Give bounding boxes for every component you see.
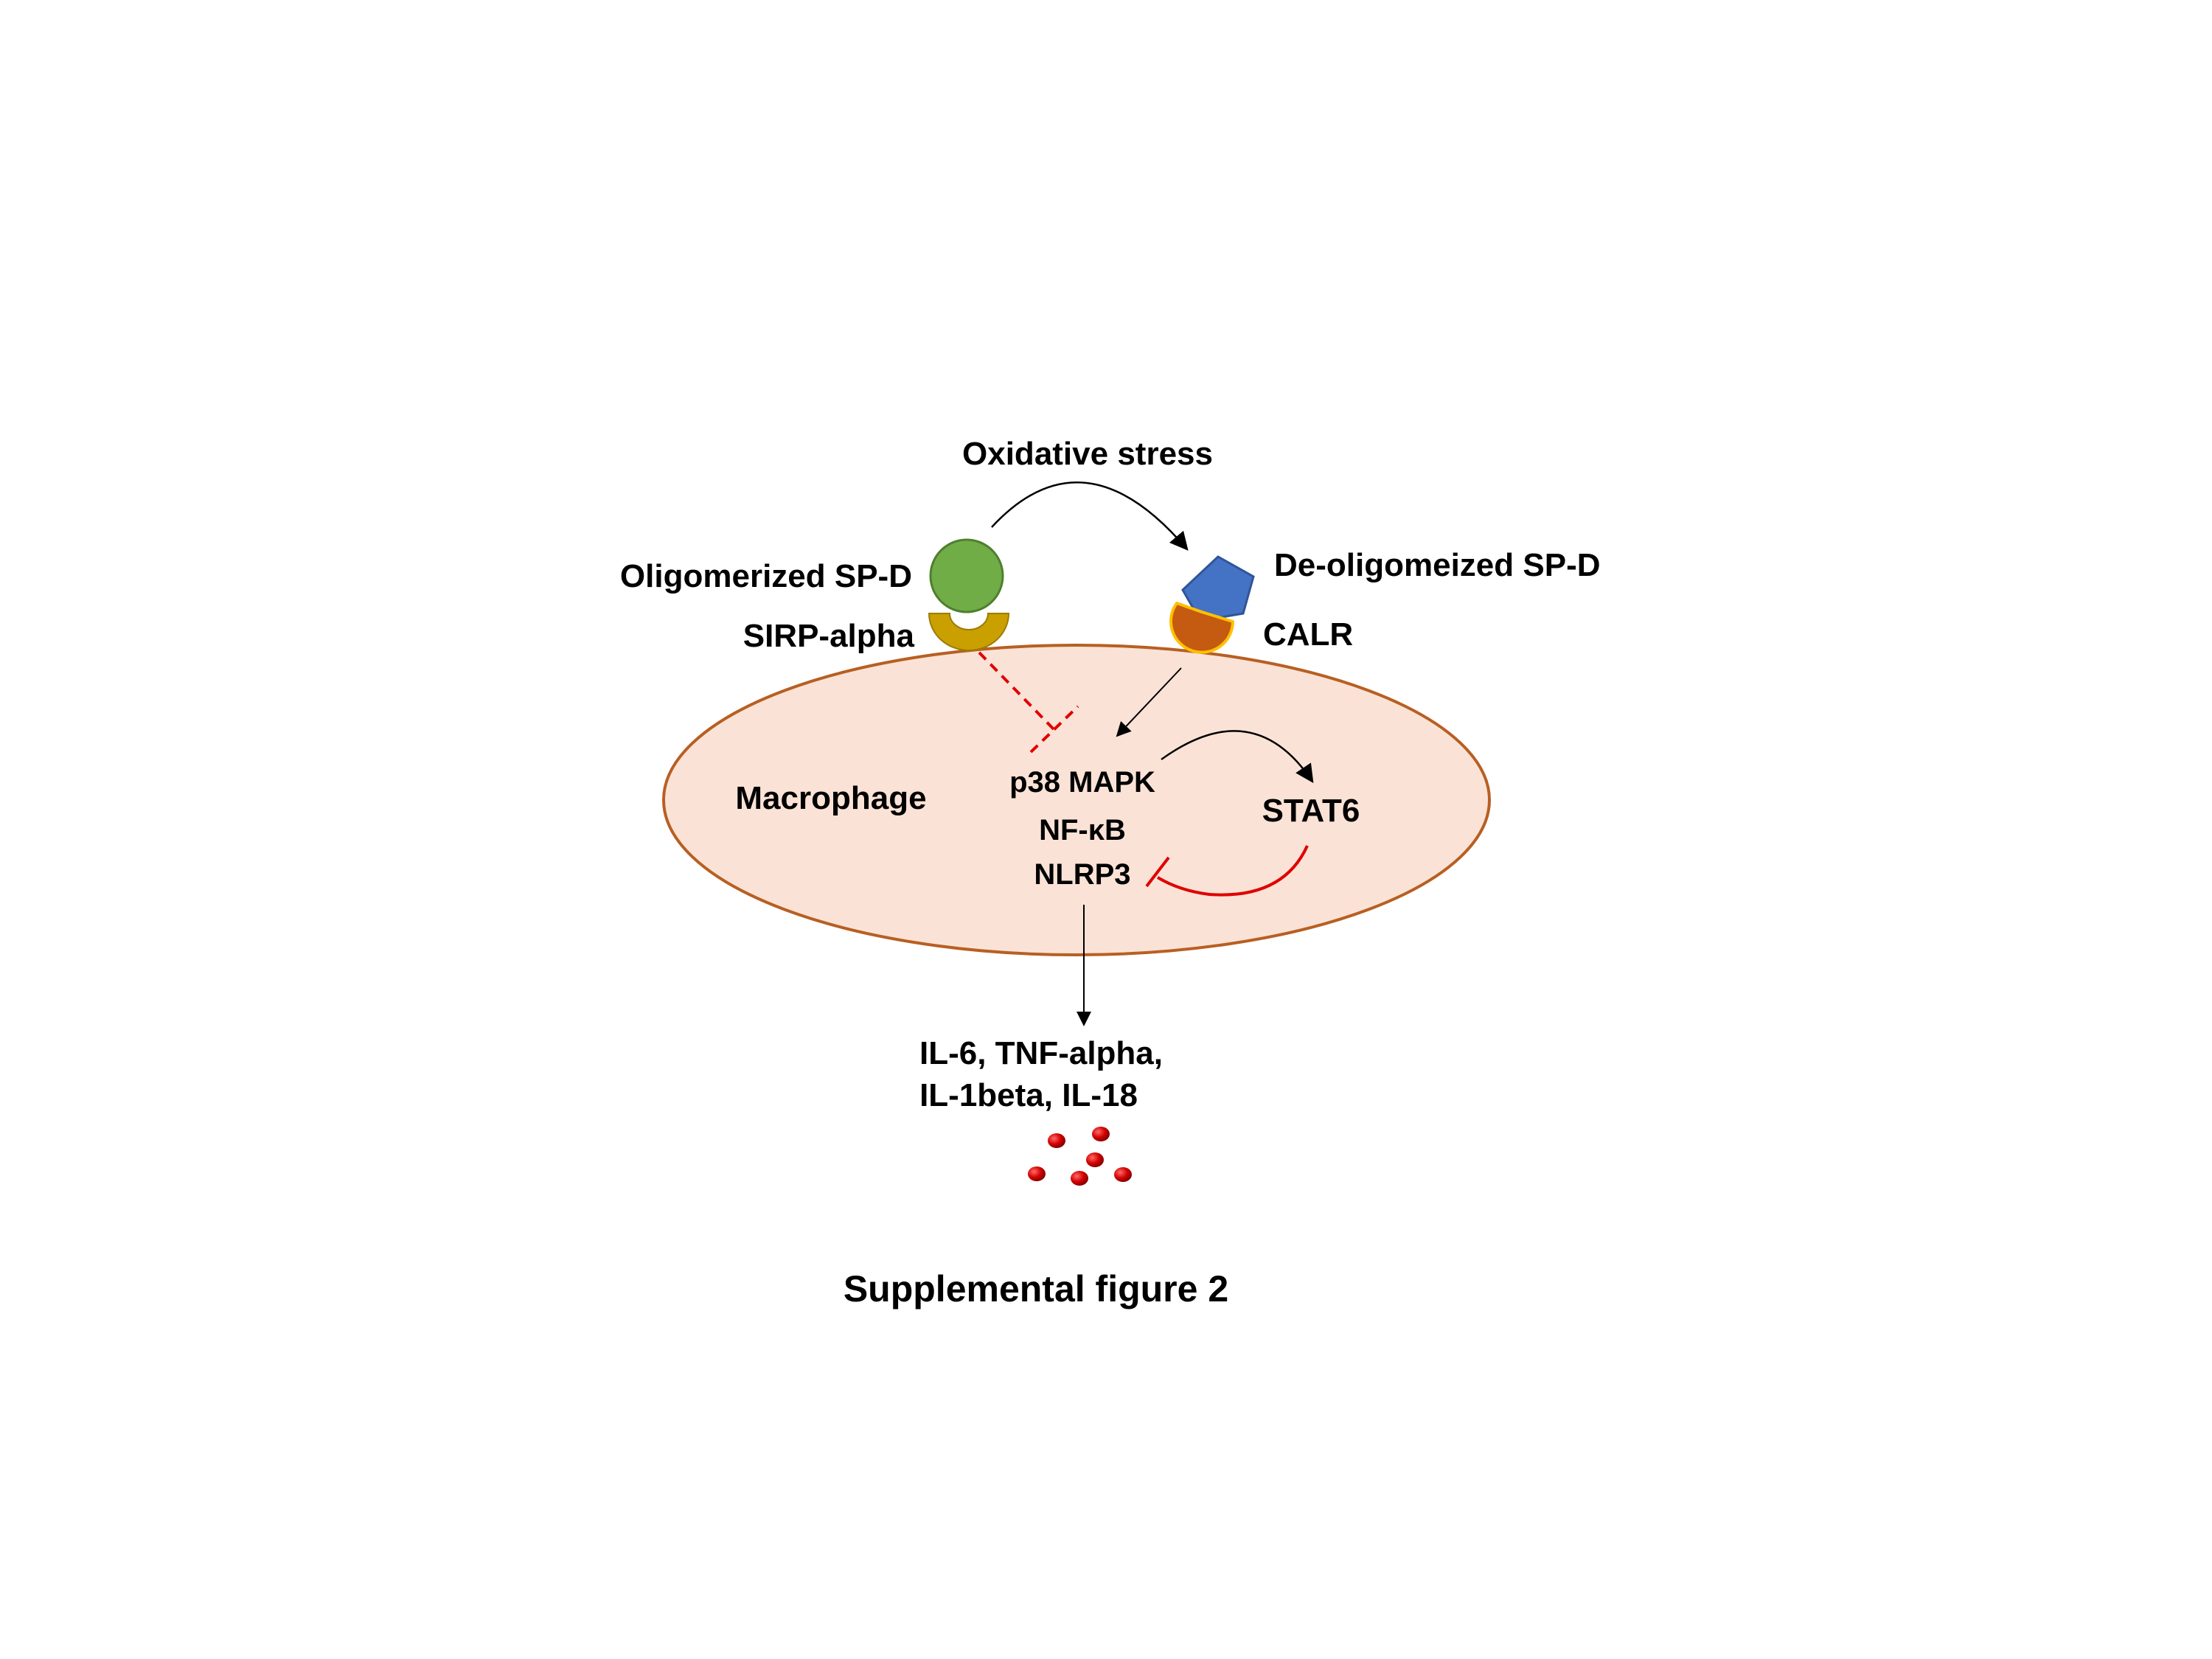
cytokine-particle: [1048, 1133, 1065, 1148]
stat6-inhibition-bar: [1145, 856, 1170, 888]
cytokine-particle: [1086, 1152, 1104, 1167]
calr-label: CALR: [1263, 616, 1353, 653]
p38-mapk-label: p38 MAPK: [1009, 766, 1155, 799]
stat6-inhibition-curve: [1156, 845, 1309, 897]
sirp-alpha-receptor-icon: [928, 613, 1010, 651]
cytokine-particle: [1114, 1167, 1132, 1182]
nf-kb-label: NF-κB: [1039, 814, 1126, 846]
sirp-alpha-inhibition-bar: [1029, 705, 1079, 754]
nlrp3-label: NLRP3: [1034, 858, 1130, 891]
oligomerized-spd-label: Oligomerized SP-D: [620, 558, 912, 594]
cytokines-label-line1: IL-6, TNF-alpha,: [919, 1035, 1163, 1071]
cytokine-particle: [1071, 1171, 1088, 1186]
sirp-alpha-label: SIRP-alpha: [743, 618, 915, 654]
stat6-label: STAT6: [1262, 793, 1360, 829]
oligomerized-spd-icon: [929, 538, 1004, 613]
cytokine-particles: [1028, 1127, 1132, 1186]
sirp-alpha-inhibition-line: [978, 651, 1056, 731]
macrophage-label: Macrophage: [735, 780, 926, 816]
cytokine-particle: [1092, 1127, 1110, 1141]
cytokine-particle: [1028, 1166, 1046, 1181]
figure-caption: Supplemental figure 2: [844, 1268, 1228, 1310]
p38-to-stat6-arrow: [1161, 730, 1314, 784]
calr-receptor-icon: [1169, 602, 1234, 654]
oxidative-stress-label: Oxidative stress: [962, 436, 1213, 472]
calr-activation-arrow: [1116, 667, 1182, 737]
oxidative-stress-arrow: [991, 481, 1189, 551]
deoligomerized-spd-label: De-oligomeized SP-D: [1274, 547, 1601, 583]
cytokines-label-line2: IL-1beta, IL-18: [919, 1077, 1138, 1113]
